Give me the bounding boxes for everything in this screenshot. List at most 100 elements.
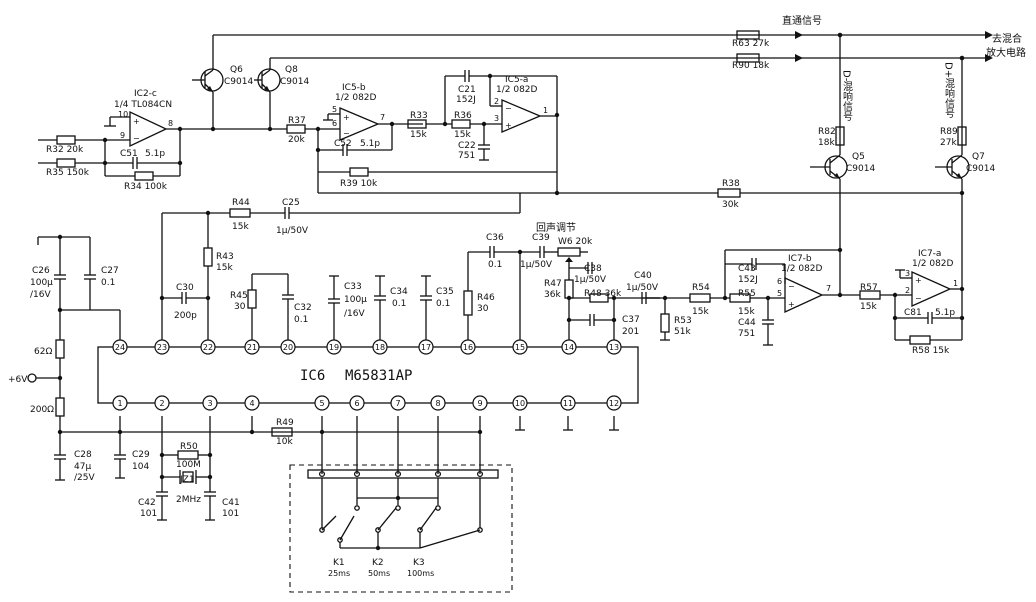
ic6-bottom-pin-2-circle bbox=[154, 395, 170, 411]
c26-value1: 100μ bbox=[30, 278, 53, 288]
r54-value: 15k bbox=[692, 307, 709, 317]
ic7a-pin2: 2 bbox=[905, 286, 910, 295]
r39-label: R39 10k bbox=[340, 179, 378, 189]
c39-value: 1μ/50V bbox=[520, 260, 553, 270]
r89-label: R89 bbox=[940, 127, 958, 137]
svg-text:+: + bbox=[788, 300, 795, 309]
r55-label: R55 bbox=[738, 289, 756, 299]
c40-value: 1μ/50V bbox=[626, 283, 659, 293]
ic6-bottom-pin-12: 12 bbox=[609, 399, 619, 408]
r82-value: 18k bbox=[818, 138, 835, 148]
k1-ref: K1 bbox=[333, 558, 345, 568]
ic6-bottom-pin-8: 8 bbox=[435, 399, 440, 408]
d-plus-reverb-label: D+混响信号 bbox=[943, 62, 955, 119]
q6-transistor bbox=[192, 68, 224, 132]
k2-delay: 50ms bbox=[368, 569, 390, 578]
r44-label: R44 bbox=[232, 198, 250, 208]
ic6-bottom-pin-1-circle bbox=[112, 395, 128, 411]
k3-delay: 100ms bbox=[407, 569, 434, 578]
ic6-bottom-pin-11: 11 bbox=[563, 399, 573, 408]
c25-label: C25 bbox=[282, 198, 300, 208]
c32-value: 0.1 bbox=[294, 315, 308, 325]
ic7b-pin5: 5 bbox=[777, 289, 782, 298]
ic7b-ref: IC7-b bbox=[788, 254, 812, 264]
svg-text:−: − bbox=[133, 134, 140, 143]
ic2c-pin10: 10 bbox=[118, 110, 128, 119]
ic5b-pin7: 7 bbox=[380, 113, 385, 122]
ic2c-pin8: 8 bbox=[168, 119, 173, 128]
c21-label: C21 bbox=[458, 85, 476, 95]
ic6-top-pin-20: 20 bbox=[283, 343, 293, 352]
ic5b-type: 1/2 082D bbox=[335, 93, 377, 103]
c21-value: 152J bbox=[456, 95, 476, 105]
w6-label: W6 20k bbox=[558, 237, 593, 247]
ic5a-pin1: 1 bbox=[543, 106, 548, 115]
ic5a-pin2: 2 bbox=[494, 97, 499, 106]
supply-column bbox=[27, 234, 480, 481]
ic6-bottom-pin-12-circle bbox=[606, 395, 622, 411]
c41-label: C41 bbox=[222, 498, 240, 508]
ic6-top-pin-15: 15 bbox=[515, 343, 525, 352]
r89-value: 27k bbox=[940, 138, 957, 148]
c33-label: C33 bbox=[344, 282, 362, 292]
ic6-bottom-pin-8-circle bbox=[430, 395, 446, 411]
r53-label: R53 bbox=[674, 316, 692, 326]
r33-value: 15k bbox=[410, 130, 427, 140]
c81-label: C81 bbox=[904, 308, 922, 318]
q8-ref: Q8 bbox=[285, 65, 298, 75]
c38-value: 1μ/50V bbox=[574, 275, 607, 285]
jz1-freq: 2MHz bbox=[176, 495, 201, 505]
r46-label: R46 bbox=[477, 293, 495, 303]
r200ohm-label: 200Ω bbox=[30, 405, 54, 415]
r38-line bbox=[317, 172, 962, 198]
svg-text:−: − bbox=[343, 129, 350, 138]
ic5a-wiring bbox=[407, 70, 558, 161]
ic5a-ref: IC5-a bbox=[505, 75, 528, 85]
ic5b-opamp: + − bbox=[339, 107, 380, 141]
q5-type: C9014 bbox=[846, 164, 875, 174]
c41-value: 101 bbox=[222, 509, 239, 519]
c35-value: 0.1 bbox=[436, 299, 450, 309]
c34-label: C34 bbox=[390, 287, 408, 297]
k1-delay: 25ms bbox=[328, 569, 350, 578]
q8-type: C9014 bbox=[280, 77, 309, 87]
k2-ref: K2 bbox=[372, 558, 384, 568]
ic6-bottom-pin-4-circle bbox=[244, 395, 260, 411]
r45-label: R45 bbox=[230, 291, 248, 301]
c29-value: 104 bbox=[132, 462, 149, 472]
ic6-bottom-pin-3-circle bbox=[202, 395, 218, 411]
ic2c-type: 1/4 TL084CN bbox=[114, 100, 172, 110]
c22-label: C22 bbox=[458, 141, 476, 151]
c43-label: C43 bbox=[738, 264, 756, 274]
ic6-bottom-pin-7-circle bbox=[390, 395, 406, 411]
c30-value: 200p bbox=[174, 311, 197, 321]
ic6-bottom-pin-6: 6 bbox=[354, 399, 359, 408]
ic2c-pin9: 9 bbox=[120, 131, 125, 140]
output-bus-lines bbox=[212, 31, 993, 155]
ic6-bottom-pin-9: 9 bbox=[477, 399, 482, 408]
c42-value: 101 bbox=[140, 509, 157, 519]
q6-type: C9014 bbox=[224, 77, 253, 87]
ic6-part: M65831AP bbox=[345, 368, 412, 384]
r33-label: R33 bbox=[410, 111, 428, 121]
c39-label: C39 bbox=[532, 233, 550, 243]
ic6-top-pin-16: 16 bbox=[463, 343, 473, 352]
svg-text:−: − bbox=[915, 294, 922, 303]
svg-text:+: + bbox=[915, 276, 922, 285]
ic2c-opamp: + − bbox=[129, 110, 168, 148]
ic6-top-pin-21: 21 bbox=[247, 343, 257, 352]
ic6-bottom-pin-2: 2 bbox=[159, 399, 164, 408]
ic6-top-pin-13: 13 bbox=[609, 343, 619, 352]
c40-capacitor bbox=[641, 292, 690, 341]
r62ohm-label: 62Ω bbox=[34, 347, 52, 357]
r57-value: 15k bbox=[860, 302, 877, 312]
ic5a-opamp: − + bbox=[501, 99, 542, 133]
d-minus-reverb-label: D-混响信号 bbox=[841, 70, 853, 122]
ic6-top-pin-18: 18 bbox=[375, 343, 385, 352]
c40-label: C40 bbox=[634, 271, 652, 281]
c28-label: C28 bbox=[74, 450, 92, 460]
ic5b-wiring bbox=[286, 113, 423, 172]
r50-value: 100M bbox=[176, 460, 201, 470]
